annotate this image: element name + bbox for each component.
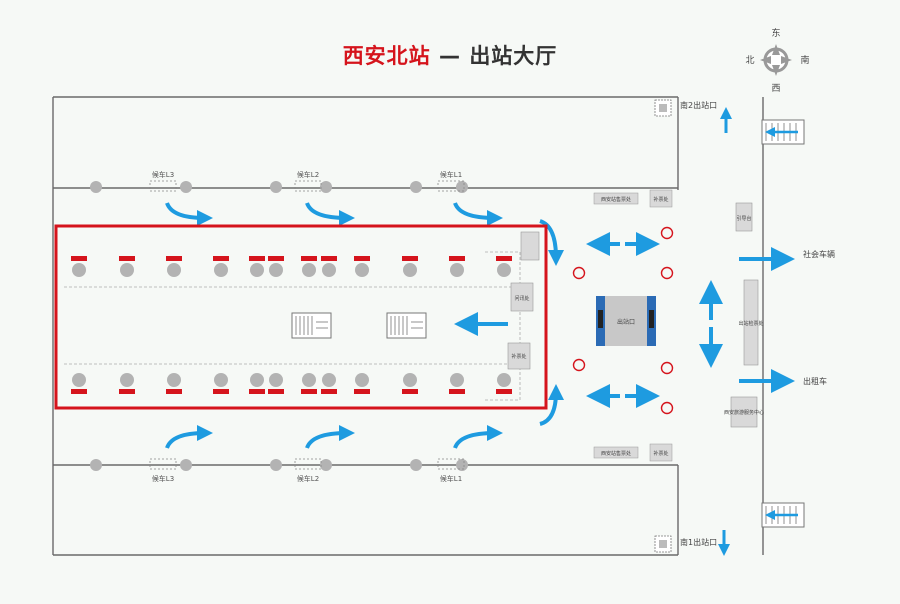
taxi-label: 出租车 xyxy=(803,376,827,386)
gate-label-bottom-1: 候车L3 xyxy=(152,474,174,483)
gate-label-top-3: 候车L1 xyxy=(440,170,462,179)
stair-icon-top xyxy=(761,119,805,145)
exit-south-label: 南1出站口 xyxy=(680,537,717,547)
compass-north: 北 xyxy=(745,55,754,66)
lower-gate-row xyxy=(71,373,512,394)
escalator-left xyxy=(291,312,332,339)
right-kiosk-upper-label: 引导台 xyxy=(736,215,751,222)
info-desk-label: 问讯处 xyxy=(514,295,529,302)
compass-south: 南 xyxy=(800,54,809,66)
right-kiosks: 引导台 出站检票处 西安旅游服务中心 xyxy=(724,202,764,428)
gate-label-bottom-3: 候车L1 xyxy=(440,474,462,483)
center-kiosk-label: 出站口 xyxy=(617,318,635,326)
social-vehicles-label: 社会车辆 xyxy=(803,249,835,259)
center-exit-kiosk: 出站口 xyxy=(596,296,656,346)
compass-east: 东 xyxy=(771,27,780,39)
station-name: 西安北站 xyxy=(342,44,431,68)
top-gates: 候车L3 候车L2 候车L1 xyxy=(90,170,468,193)
gate-label-top-1: 候车L3 xyxy=(152,170,174,179)
upper-gate-row xyxy=(71,256,512,277)
hall-walls xyxy=(52,96,764,556)
hall-kiosks: 问讯处 补票处 xyxy=(507,231,540,370)
lower-booth-label: 补票处 xyxy=(653,450,668,457)
escalator-right xyxy=(386,312,427,339)
hall-name: 出站大厅 xyxy=(469,44,558,68)
stair-icon-bottom xyxy=(761,502,805,528)
flow-arrows xyxy=(586,232,795,408)
upper-booth-label: 补票处 xyxy=(653,196,668,203)
pillars xyxy=(572,226,674,415)
ticket-office-label: 补票处 xyxy=(511,353,526,360)
compass-west: 西 xyxy=(771,83,780,94)
entry-arrows xyxy=(165,202,564,449)
bottom-gates: 候车L3 候车L2 候车L1 xyxy=(90,458,468,483)
gate-label-bottom-2: 候车L2 xyxy=(297,474,319,483)
elevator-icons xyxy=(654,99,672,553)
queue-lines xyxy=(64,251,521,401)
right-kiosk-tall-label: 出站检票处 xyxy=(738,320,763,327)
gate-label-top-2: 候车L2 xyxy=(297,170,319,179)
exit-north-label: 南2出站口 xyxy=(680,100,717,110)
highlight-zone xyxy=(54,224,548,410)
right-kiosk-lower-label: 西安旅游服务中心 xyxy=(724,409,764,416)
upper-shop-label: 西安站售票处 xyxy=(601,196,631,203)
page-title: 西安北站 — 出站大厅 xyxy=(0,40,900,70)
title-dash: — xyxy=(439,44,461,68)
lower-shop-label: 西安站售票处 xyxy=(601,450,631,457)
compass-rose: 东 西 北 南 xyxy=(745,27,809,94)
side-shops: 西安站售票处 补票处 西安站售票处 补票处 xyxy=(593,189,673,462)
